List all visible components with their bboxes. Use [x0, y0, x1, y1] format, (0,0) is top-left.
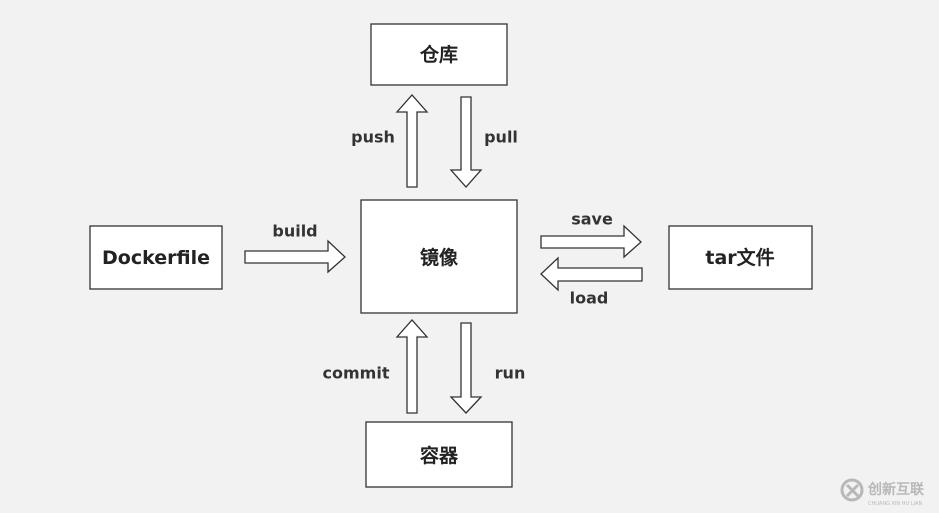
load-label: load — [570, 289, 609, 308]
node-image: 镜像 — [360, 199, 518, 314]
node-dockerfile: Dockerfile — [89, 225, 223, 290]
pull-arrow — [449, 96, 483, 188]
build-label: build — [272, 222, 317, 241]
run-label: run — [495, 364, 526, 383]
push-arrow — [395, 94, 429, 188]
save-arrow — [540, 224, 642, 259]
watermark-subtext: CHUANG XIN HU LIAN — [868, 501, 922, 507]
node-repository: 仓库 — [370, 23, 508, 86]
node-container-label: 容器 — [420, 444, 459, 467]
save-label: save — [571, 210, 613, 229]
commit-arrow — [395, 319, 429, 414]
node-tar-file-label: tar文件 — [705, 246, 774, 269]
node-dockerfile-label: Dockerfile — [102, 247, 210, 269]
node-tar-file: tar文件 — [668, 225, 813, 290]
pull-label: pull — [484, 128, 518, 147]
watermark: 创新互联 CHUANG XIN HU LIAN — [840, 478, 925, 507]
node-container: 容器 — [365, 421, 513, 488]
run-arrow — [449, 322, 483, 414]
commit-label: commit — [323, 364, 390, 383]
push-label: push — [351, 128, 395, 147]
node-image-label: 镜像 — [420, 246, 459, 269]
watermark-text: 创新互联 — [867, 481, 925, 498]
load-arrow — [540, 256, 643, 292]
watermark-logo-icon — [840, 478, 864, 502]
build-arrow — [244, 239, 346, 274]
node-repository-label: 仓库 — [419, 43, 458, 66]
